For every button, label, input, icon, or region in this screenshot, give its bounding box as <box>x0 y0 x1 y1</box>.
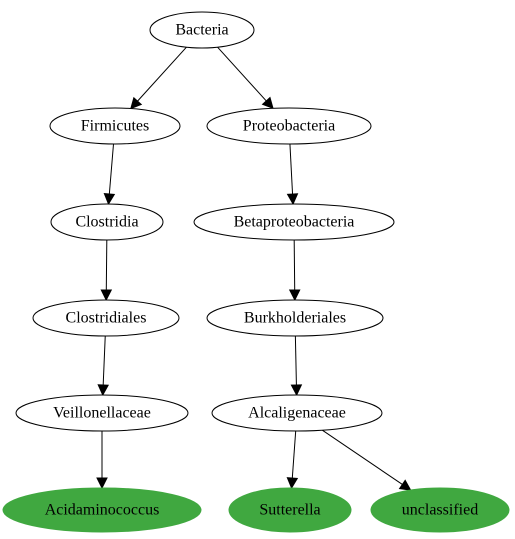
edge-line <box>137 46 187 102</box>
node-sutterella-label: Sutterella <box>259 502 320 519</box>
node-betaproteobacteria-shape <box>193 203 395 241</box>
node-clostridia: Clostridia <box>50 203 164 241</box>
node-unclassified-label: unclassified <box>402 502 478 519</box>
node-clostridia-shape <box>50 203 164 241</box>
node-bacteria: Bacteria <box>149 11 255 49</box>
edge-proteobacteria-betaproteobacteria <box>286 143 299 206</box>
node-acidaminococcus-shape <box>2 487 202 533</box>
edge-line <box>293 239 296 291</box>
edge-line <box>105 239 108 291</box>
arrowhead-icon <box>97 384 110 397</box>
node-bacteria-label: Bacteria <box>175 22 228 39</box>
arrowhead-icon <box>286 193 299 206</box>
edge-betaproteobacteria-burkholderiales <box>288 239 301 302</box>
edge-alcaligenaceae-sutterella <box>286 430 299 490</box>
arrowhead-icon <box>286 477 299 490</box>
arrowhead-icon <box>398 479 412 491</box>
edge-clostridia-clostridiales <box>100 239 113 302</box>
edge-burkholderiales-alcaligenaceae <box>290 335 303 397</box>
node-clostridia-label: Clostridia <box>75 214 138 231</box>
node-betaproteobacteria-label: Betaproteobacteria <box>234 214 355 231</box>
node-betaproteobacteria: Betaproteobacteria <box>193 203 395 241</box>
edge-line <box>294 335 297 386</box>
node-clostridiales-label: Clostridiales <box>66 310 147 327</box>
node-proteobacteria: Proteobacteria <box>206 107 372 145</box>
edge-clostridiales-veillonellaceae <box>97 335 110 397</box>
node-alcaligenaceae-label: Alcaligenaceae <box>248 405 346 422</box>
arrowhead-icon <box>290 384 303 397</box>
arrowhead-icon <box>103 193 116 206</box>
node-sutterella: Sutterella <box>228 487 352 533</box>
node-bacteria-shape <box>149 11 255 49</box>
edge-bacteria-firmicutes <box>130 46 187 110</box>
node-alcaligenaceae-shape <box>211 394 383 432</box>
edge-line <box>108 143 114 195</box>
arrowhead-icon <box>288 289 301 302</box>
node-proteobacteria-label: Proteobacteria <box>243 118 335 135</box>
edge-bacteria-proteobacteria <box>217 46 274 110</box>
node-unclassified-shape <box>370 487 510 533</box>
edge-line <box>217 46 267 102</box>
arrowhead-icon <box>100 289 113 302</box>
node-firmicutes-shape <box>49 107 181 145</box>
arrowhead-icon <box>130 96 143 110</box>
node-clostridiales: Clostridiales <box>32 299 180 337</box>
node-burkholderiales: Burkholderiales <box>206 299 384 337</box>
edge-line <box>322 429 403 485</box>
node-veillonellaceae: Veillonellaceae <box>15 394 189 432</box>
node-unclassified: unclassified <box>370 487 510 533</box>
node-layer: Bacteria Firmicutes Proteobacteria Clost… <box>2 11 510 533</box>
edge-alcaligenaceae-unclassified <box>322 429 412 491</box>
edge-firmicutes-clostridia <box>103 143 116 206</box>
edge-line <box>291 430 297 479</box>
node-burkholderiales-shape <box>206 299 384 337</box>
node-clostridiales-shape <box>32 299 180 337</box>
edge-veillonellaceae-acidaminococcus <box>96 431 108 490</box>
edge-layer <box>96 46 412 491</box>
node-alcaligenaceae: Alcaligenaceae <box>211 394 383 432</box>
node-acidaminococcus-label: Acidaminococcus <box>45 502 160 519</box>
node-proteobacteria-shape <box>206 107 372 145</box>
node-acidaminococcus: Acidaminococcus <box>2 487 202 533</box>
node-sutterella-shape <box>228 487 352 533</box>
edge-line <box>289 143 294 195</box>
node-firmicutes: Firmicutes <box>49 107 181 145</box>
node-firmicutes-label: Firmicutes <box>81 118 149 135</box>
arrowhead-icon <box>96 477 108 490</box>
edge-line <box>102 335 106 386</box>
arrowhead-icon <box>261 96 274 110</box>
node-veillonellaceae-label: Veillonellaceae <box>53 405 151 422</box>
node-veillonellaceae-shape <box>15 394 189 432</box>
node-burkholderiales-label: Burkholderiales <box>244 310 346 327</box>
